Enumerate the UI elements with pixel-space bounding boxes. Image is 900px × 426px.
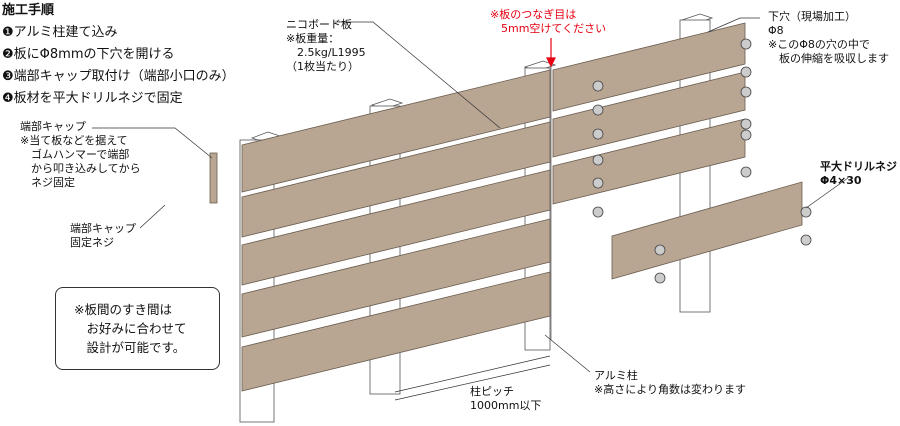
leader-lines — [92, 17, 849, 401]
screws — [592, 38, 812, 284]
step-item: ❸端部キャップ取付け（端部小口のみ） — [2, 69, 235, 84]
pitch-label: 柱ピッチ 1000mm以下 — [470, 385, 542, 412]
step-item: ❶アルミ柱建て込み — [2, 25, 118, 40]
steps-title: 施工手順 — [2, 3, 55, 18]
construction-steps: 施工手順 ❶アルミ柱建て込み ❷板にΦ8mmの下穴を開ける ❸端部キャップ取付け… — [2, 0, 235, 110]
gap-note-box: ※板間のすき間は お好みに合わせて 設計が可能です。 — [55, 287, 220, 370]
end-cap-screw-label: 端部キャップ 固定ネジ — [70, 222, 136, 249]
board-label: ニコボード板 ※板重量： 2.5kg/L1995 （1枚当たり） — [286, 18, 366, 73]
end-cap-label: 端部キャップ ※当て板などを据えて ゴムハンマーで端部 から叩き込みしてから ネ… — [20, 120, 141, 189]
step-item: ❷板にΦ8mmの下穴を開ける — [2, 47, 175, 62]
post-label: アルミ柱 ※高さにより角数は変わります — [594, 369, 746, 396]
pilot-hole-label: 下穴（現場加工） Φ8 ※このΦ8の穴の中で 板の伸縮を吸収します — [768, 10, 889, 65]
end-cap — [209, 152, 218, 204]
boards — [241, 22, 803, 392]
step-item: ❹板材を平大ドリルネジで固定 — [2, 91, 183, 106]
drill-screw-label: 平大ドリルネジ Φ4×30 — [820, 160, 897, 187]
joint-note: ※板のつなぎ目は 5mm空けてください — [490, 8, 607, 35]
